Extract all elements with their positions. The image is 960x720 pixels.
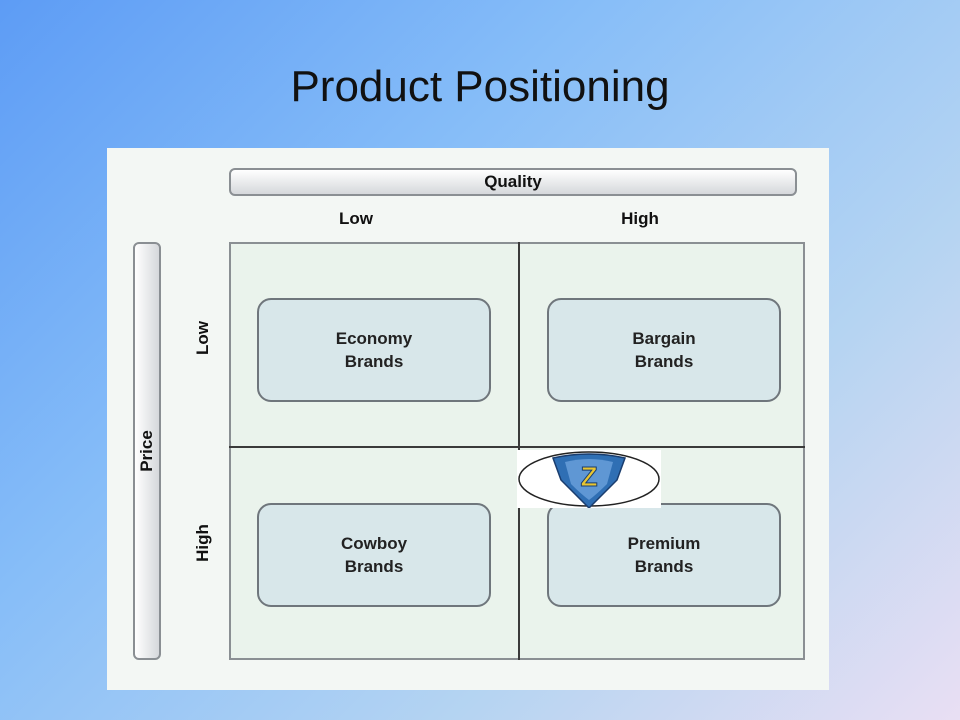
horizontal-divider	[229, 446, 805, 448]
bargain-brands-box: Bargain Brands	[547, 298, 781, 402]
price-axis-label: Price	[137, 430, 156, 472]
slide-title: Product Positioning	[290, 62, 670, 111]
logo-letter: Z	[580, 461, 597, 492]
z-shield-logo-icon: Z	[517, 450, 661, 510]
premium-brands-box: Premium Brands	[547, 503, 781, 607]
economy-brands-line2: Brands	[344, 352, 404, 371]
positioning-matrix-panel: Quality Low High Price Low High Economy …	[107, 148, 829, 690]
economy-brands-box: Economy Brands	[257, 298, 491, 402]
premium-brands-line1: Premium	[627, 534, 701, 553]
premium-brands-line2: Brands	[634, 557, 694, 576]
price-axis-bar	[133, 242, 161, 660]
price-high-label: High	[193, 524, 212, 562]
quality-high-label: High	[621, 209, 659, 228]
quality-axis-label: Quality	[484, 172, 542, 191]
cowboy-brands-line1: Cowboy	[340, 534, 408, 553]
price-low-label: Low	[193, 321, 212, 355]
bargain-brands-line1: Bargain	[632, 329, 696, 348]
quality-low-label: Low	[339, 209, 373, 228]
economy-brands-line1: Economy	[335, 329, 413, 348]
quality-axis-bar: Quality	[229, 168, 797, 196]
bargain-brands-line2: Brands	[634, 352, 694, 371]
cowboy-brands-box: Cowboy Brands	[257, 503, 491, 607]
cowboy-brands-line2: Brands	[344, 557, 404, 576]
